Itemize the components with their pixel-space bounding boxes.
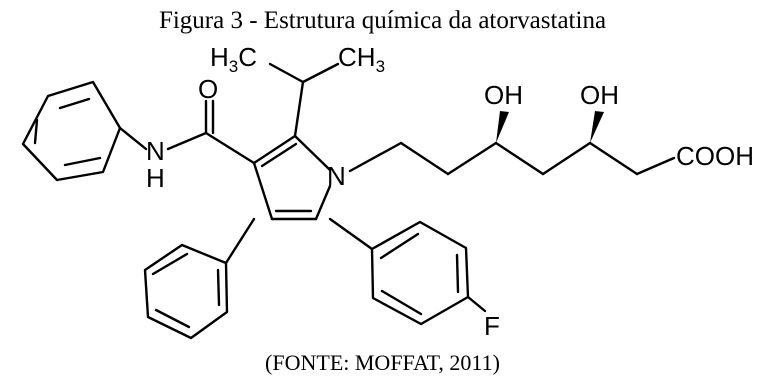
bond-carbonyl-pyrrole <box>204 131 256 165</box>
figure-source: (FONTE: MOFFAT, 2011) <box>265 350 500 375</box>
heptanoic-acid-chain <box>348 111 676 176</box>
atom-carbonyl-oxygen: O <box>198 74 218 104</box>
atom-amide-nitrogen: N <box>146 136 165 166</box>
atom-hydroxyl-2: OH <box>580 80 619 110</box>
bond-phenyl-nh <box>118 126 148 151</box>
wedge-bond-oh-2 <box>590 111 604 143</box>
lower-phenyl-ring <box>143 217 256 340</box>
anilide-phenyl-ring <box>21 80 122 182</box>
atom-hydroxyl-1: OH <box>484 80 523 110</box>
bond-nh-carbonyl <box>166 131 208 151</box>
pyrrole-ring <box>252 134 332 221</box>
atom-pyrrole-nitrogen: N <box>327 161 346 191</box>
atom-fluorine: F <box>484 311 500 341</box>
wedge-bond-oh-1 <box>496 111 509 143</box>
isopropyl-group <box>268 62 340 138</box>
fluorophenyl-ring <box>328 217 487 326</box>
atom-methyl-left: H3C <box>210 42 257 76</box>
figure-title: Figura 3 - Estrutura química da atorvast… <box>158 7 607 34</box>
atom-amide-hydrogen: H <box>146 163 165 193</box>
atom-carboxyl: COOH <box>676 141 754 171</box>
atom-methyl-right: CH3 <box>338 42 385 76</box>
